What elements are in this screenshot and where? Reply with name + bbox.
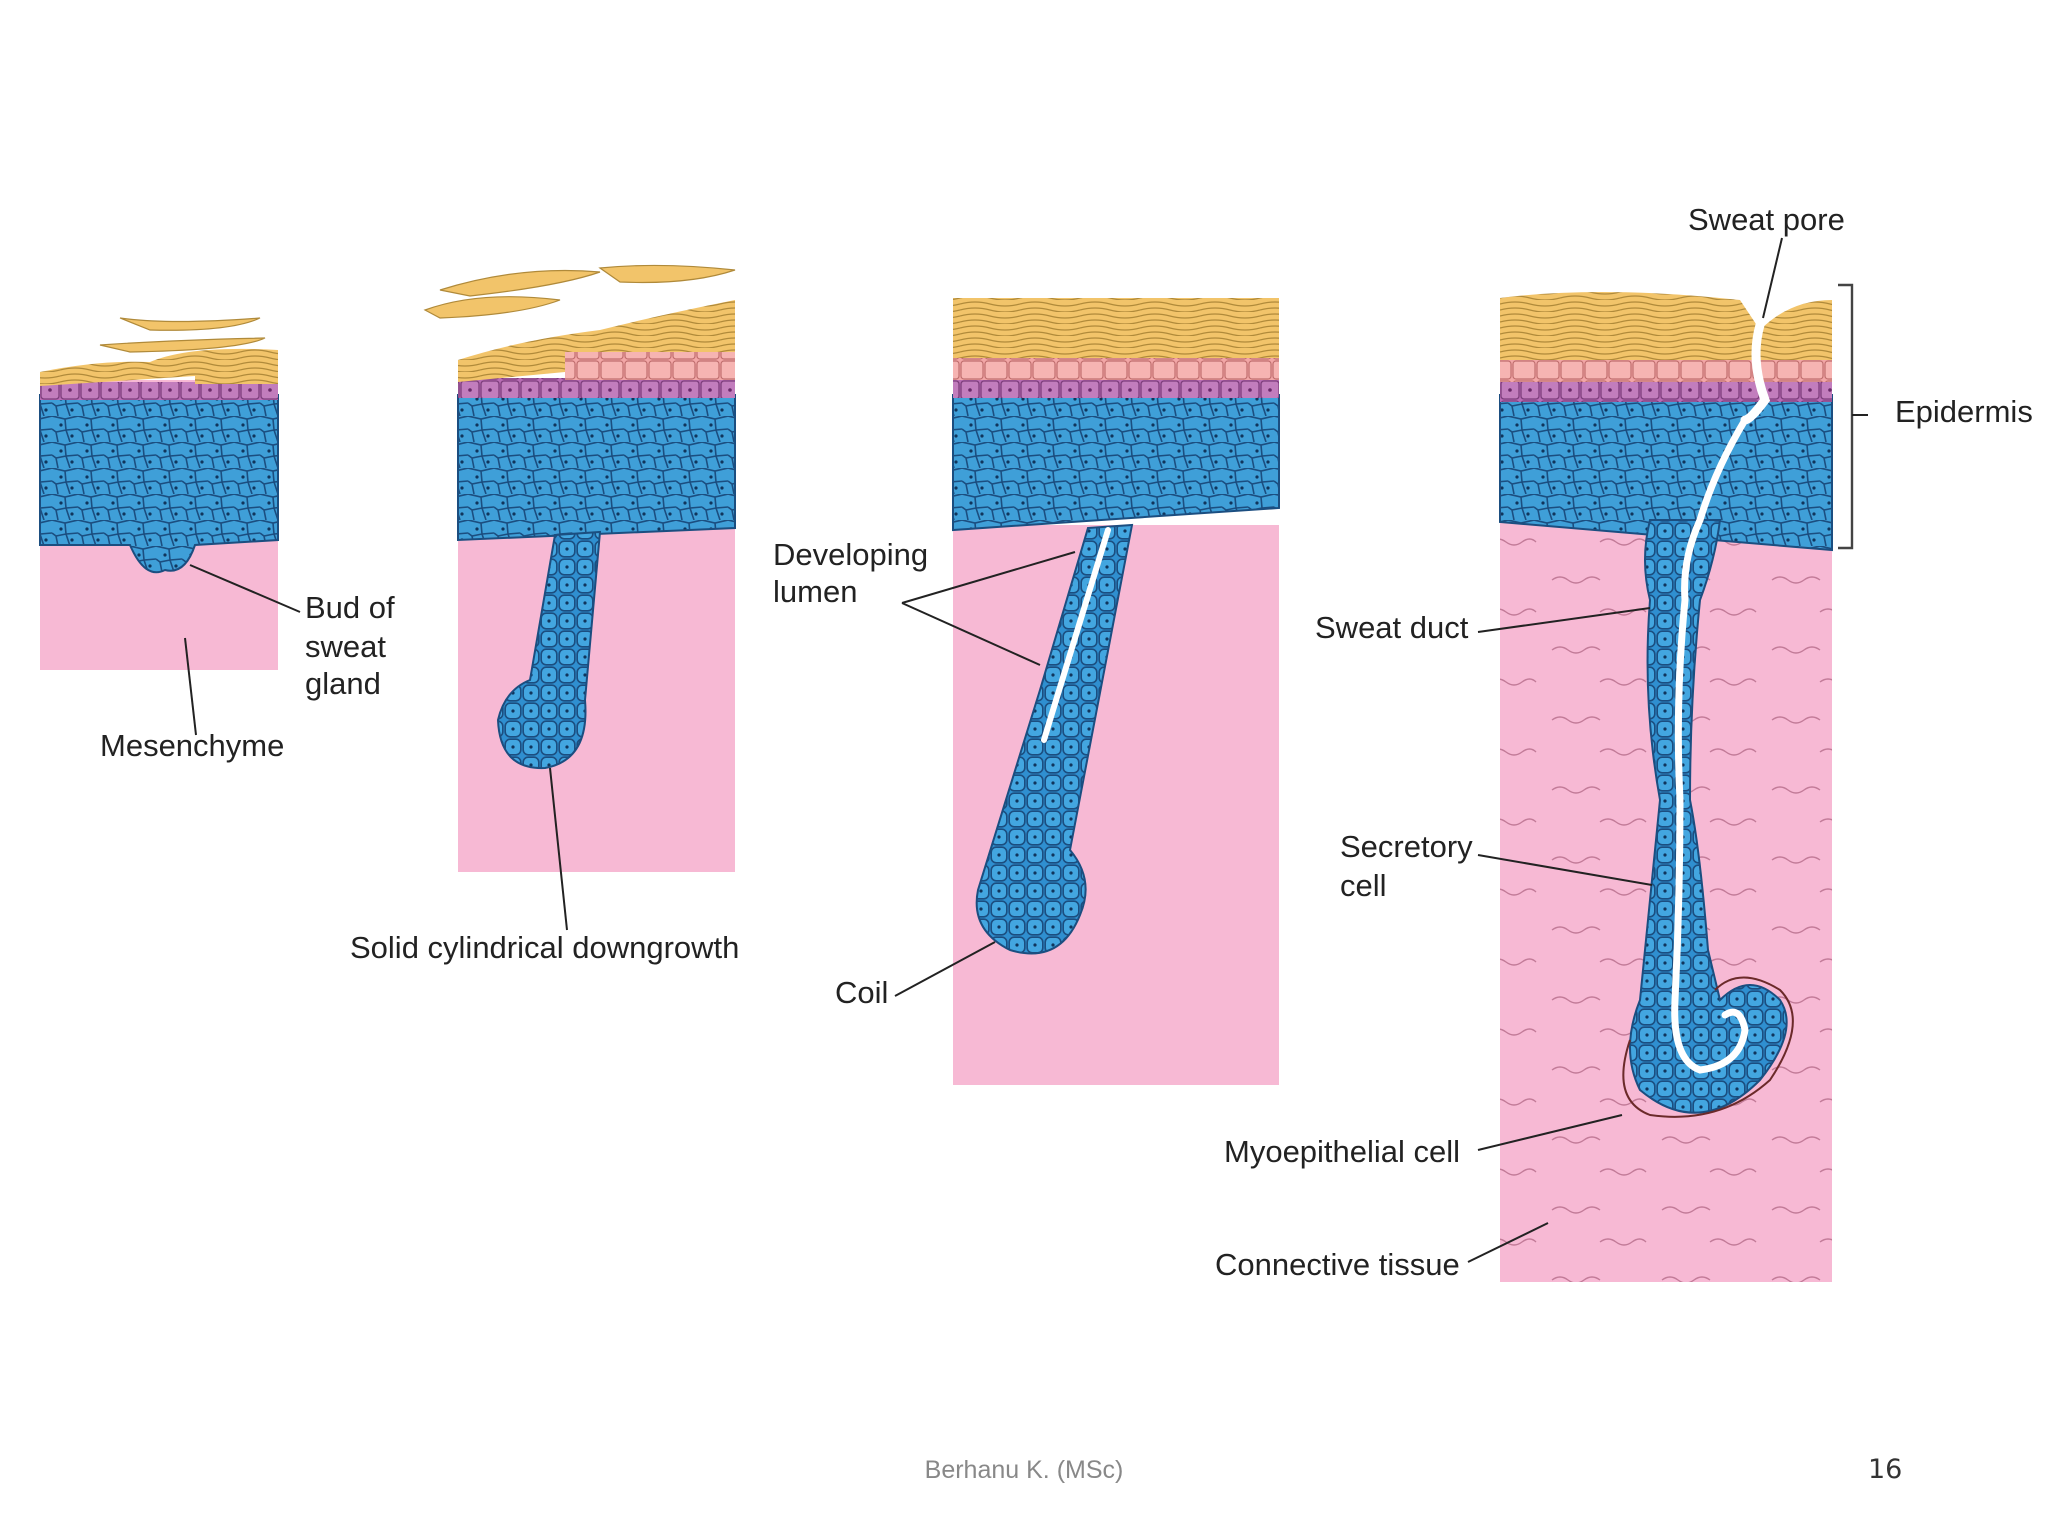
label-developing-lumen: Developing lumen	[773, 537, 937, 609]
leader-mesenchyme	[184, 637, 197, 736]
purple-cell-layer-3	[953, 378, 1279, 398]
label-coil: Coil	[835, 975, 888, 1010]
label-lumen-line-2: lumen	[773, 574, 857, 609]
footer-author: Berhanu K. (MSc)	[924, 1456, 1124, 1484]
leader-secretory-cell	[1477, 854, 1653, 886]
labels: Bud of sweat gland Mesenchyme Solid cyli…	[100, 202, 2033, 1282]
label-connective-tissue: Connective tissue	[1215, 1247, 1460, 1282]
epidermis-basal-cells-3	[952, 394, 1280, 532]
solid-cylindrical-downgrowth	[496, 530, 602, 770]
label-sweat-duct: Sweat duct	[1315, 610, 1469, 645]
epidermis-bracket	[1838, 283, 1854, 550]
slide-page-number: 16	[1868, 1454, 1903, 1485]
leader-bud	[189, 564, 301, 613]
panel-bud-stage	[39, 317, 279, 670]
leader-lines	[184, 237, 1868, 1263]
epidermis-basal-cells-2	[457, 394, 736, 542]
label-secretory-line-2: cell	[1340, 868, 1387, 903]
stratum-corneum-4	[1500, 291, 1832, 360]
granular-cell-layer-4	[1500, 358, 1832, 382]
granular-cell-layer-2	[565, 350, 735, 380]
panel-mature-stage	[1499, 283, 1854, 1282]
label-epidermis: Epidermis	[1895, 394, 2033, 429]
label-lumen-line-1: Developing	[773, 537, 928, 572]
stratum-corneum-2	[458, 300, 735, 382]
purple-cell-layer	[40, 382, 278, 400]
label-bud-line-2: sweat	[305, 629, 386, 664]
leader-connective-tissue	[1467, 1222, 1549, 1263]
developing-duct-wall	[975, 523, 1134, 955]
panel-lumen-stage	[952, 298, 1280, 1085]
label-sweat-pore: Sweat pore	[1688, 202, 1845, 237]
label-solid-downgrowth: Solid cylindrical downgrowth	[350, 930, 739, 965]
leader-lumen-lower	[901, 602, 1041, 666]
stratum-corneum	[40, 348, 278, 386]
granular-cell-layer-3	[953, 356, 1279, 380]
label-secretory-cell: Secretory cell	[1340, 829, 1481, 903]
stratum-corneum-3	[953, 298, 1279, 358]
purple-cell-layer-4	[1500, 380, 1832, 402]
leader-sweat-pore	[1762, 237, 1783, 319]
panel-downgrowth-stage	[423, 264, 736, 872]
leader-coil	[894, 941, 996, 997]
label-bud-line-3: gland	[305, 666, 381, 701]
corneum-flakes	[99, 317, 266, 353]
leader-myoepithelial-cell	[1477, 1114, 1623, 1151]
sweat-duct-lumen	[1671, 416, 1749, 1074]
label-myoepithelial-cell: Myoepithelial cell	[1224, 1134, 1460, 1169]
purple-cell-layer-2	[458, 378, 735, 398]
sweat-pore-channel	[1740, 320, 1771, 425]
label-mesenchyme: Mesenchyme	[100, 728, 284, 763]
sweat-duct-wall	[1629, 519, 1788, 1114]
label-secretory-line-1: Secretory	[1340, 829, 1473, 864]
corneum-flakes-2	[423, 264, 736, 319]
leader-solid-downgrowth	[549, 767, 568, 931]
label-bud: Bud of sweat gland	[305, 590, 403, 701]
developing-lumen-channel	[1041, 527, 1111, 743]
leader-lumen-upper	[901, 551, 1076, 604]
secretory-coil-outline	[1622, 976, 1794, 1118]
label-bud-line-1: Bud of	[305, 590, 395, 625]
epidermis-basal-cells	[39, 394, 279, 574]
leader-sweat-duct	[1477, 607, 1651, 633]
